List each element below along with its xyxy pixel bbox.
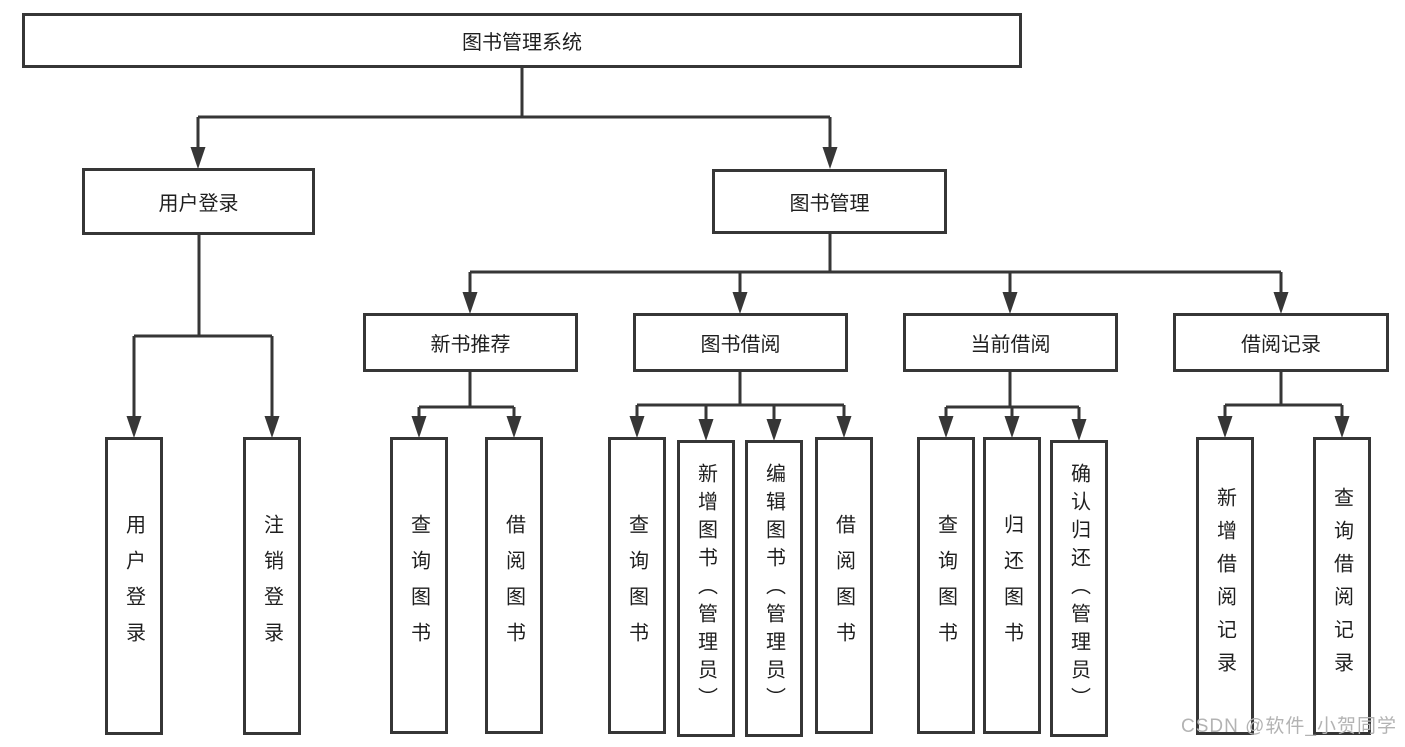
- node-leaf-query-books-1: 查询图书: [390, 437, 448, 734]
- arrow-down-icon: [1002, 292, 1018, 314]
- edge-book-borrow-to-leaves: [635, 371, 846, 423]
- arrow-down-icon: [190, 147, 206, 169]
- node-leaf-user-login: 用户登录: [105, 437, 163, 735]
- node-leaf-logout: 注销登录: [243, 437, 301, 735]
- node-leaf-confirm-return-admin: 确认归还（管理员）: [1050, 440, 1108, 737]
- arrow-down-icon: [1071, 419, 1087, 441]
- arrow-down-icon: [462, 292, 478, 314]
- arrow-down-icon: [264, 416, 280, 438]
- node-leaf-edit-book-admin: 编辑图书（管理员）: [745, 440, 803, 737]
- node-leaf-return-books: 归还图书: [983, 437, 1041, 734]
- arrow-down-icon: [1217, 416, 1233, 438]
- edge-book-management-to-level3: [468, 233, 1283, 296]
- arrow-down-icon: [1334, 416, 1350, 438]
- node-leaf-borrow-books-1: 借阅图书: [485, 437, 543, 734]
- connector-lines: [132, 66, 1344, 423]
- node-book-management-module: 图书管理: [712, 169, 947, 234]
- node-leaf-query-books-3: 查询图书: [917, 437, 975, 734]
- node-leaf-query-borrow-record: 查询借阅记录: [1313, 437, 1371, 735]
- arrow-down-icon: [938, 416, 954, 438]
- node-leaf-borrow-books-2: 借阅图书: [815, 437, 873, 734]
- edge-root-to-level2: [196, 66, 832, 151]
- connector-arrowheads: [126, 147, 1350, 441]
- edge-current-borrow-to-leaves: [944, 371, 1081, 423]
- arrow-down-icon: [836, 416, 852, 438]
- arrow-down-icon: [629, 416, 645, 438]
- edge-borrow-record-to-leaves: [1223, 371, 1344, 420]
- node-leaf-add-borrow-record: 新增借阅记录: [1196, 437, 1254, 735]
- arrow-down-icon: [126, 416, 142, 438]
- node-library-management-system: 图书管理系统: [22, 13, 1022, 68]
- arrow-down-icon: [1273, 292, 1289, 314]
- arrow-down-icon: [411, 416, 427, 438]
- node-book-borrowing: 图书借阅: [633, 313, 848, 372]
- arrow-down-icon: [766, 419, 782, 441]
- node-new-book-recommendation: 新书推荐: [363, 313, 578, 372]
- node-user-login-module: 用户登录: [82, 168, 315, 235]
- node-leaf-add-book-admin: 新增图书（管理员）: [677, 440, 735, 737]
- arrow-down-icon: [698, 419, 714, 441]
- arrow-down-icon: [732, 292, 748, 314]
- edge-user-login-to-leaves: [132, 234, 274, 420]
- edge-new-book-to-leaves: [417, 371, 516, 420]
- arrow-down-icon: [506, 416, 522, 438]
- arrow-down-icon: [822, 147, 838, 169]
- node-current-borrowing: 当前借阅: [903, 313, 1118, 372]
- node-borrowing-records: 借阅记录: [1173, 313, 1389, 372]
- arrow-down-icon: [1004, 416, 1020, 438]
- node-leaf-query-books-2: 查询图书: [608, 437, 666, 734]
